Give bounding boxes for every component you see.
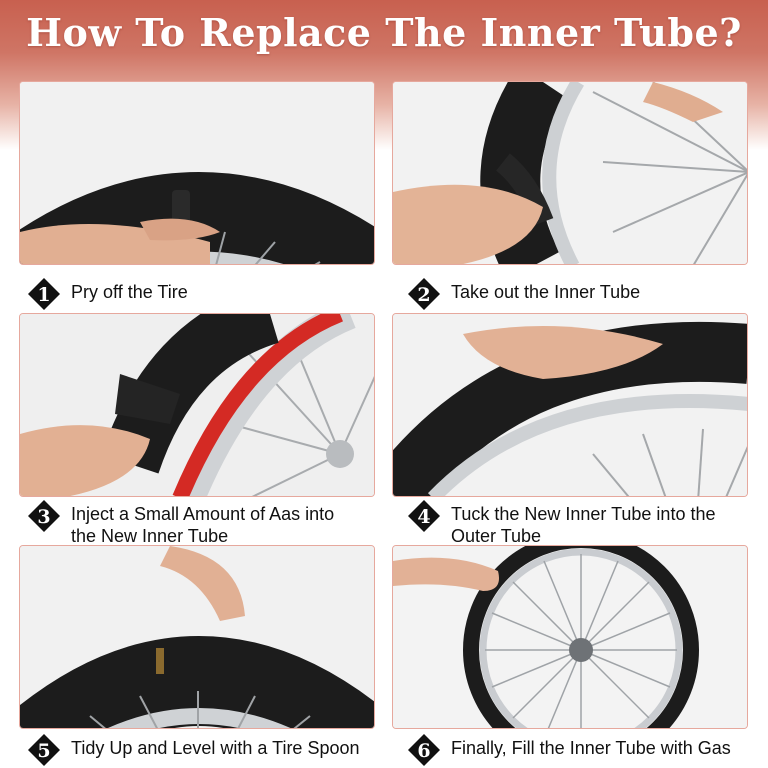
- step-1-number: 1: [37, 284, 50, 306]
- step-2-text: Take out the Inner Tube: [451, 282, 641, 302]
- step-4-text: Tuck the New Inner Tube into the Outer T…: [451, 504, 716, 546]
- step-6-text: Finally, Fill the Inner Tube with Gas: [451, 738, 731, 758]
- step-5-caption: 5 Tidy Up and Level with a Tire Spoon: [27, 734, 360, 767]
- step-2-number: 2: [417, 284, 430, 306]
- step-1-badge: 1: [27, 277, 61, 311]
- step-4-badge: 4: [407, 499, 441, 533]
- step-4-photo: [392, 313, 748, 497]
- step-1-photo: [19, 81, 375, 265]
- step-3-photo: [19, 313, 375, 497]
- step-3-text: Inject a Small Amount of Aas into the Ne…: [71, 504, 335, 546]
- step-2-caption: 2 Take out the Inner Tube: [407, 278, 641, 311]
- step-5-photo: [19, 545, 375, 729]
- step-2-photo: [392, 81, 748, 265]
- step-1-caption: 1 Pry off the Tire: [27, 278, 188, 311]
- step-5-badge: 5: [27, 733, 61, 767]
- step-5-text: Tidy Up and Level with a Tire Spoon: [71, 738, 360, 758]
- step-4-number: 4: [417, 506, 430, 528]
- step-6-photo: [392, 545, 748, 729]
- step-5-number: 5: [37, 740, 50, 762]
- step-6-number: 6: [417, 740, 430, 762]
- step-2-badge: 2: [407, 277, 441, 311]
- step-3-number: 3: [37, 506, 50, 528]
- step-3-caption: 3 Inject a Small Amount of Aas into the …: [27, 500, 335, 547]
- step-6-caption: 6 Finally, Fill the Inner Tube with Gas: [407, 734, 731, 767]
- step-3-badge: 3: [27, 499, 61, 533]
- step-6-badge: 6: [407, 733, 441, 767]
- step-4-caption: 4 Tuck the New Inner Tube into the Outer…: [407, 500, 716, 547]
- step-1-text: Pry off the Tire: [71, 282, 188, 302]
- page-title: How To Replace The Inner Tube?: [26, 10, 742, 55]
